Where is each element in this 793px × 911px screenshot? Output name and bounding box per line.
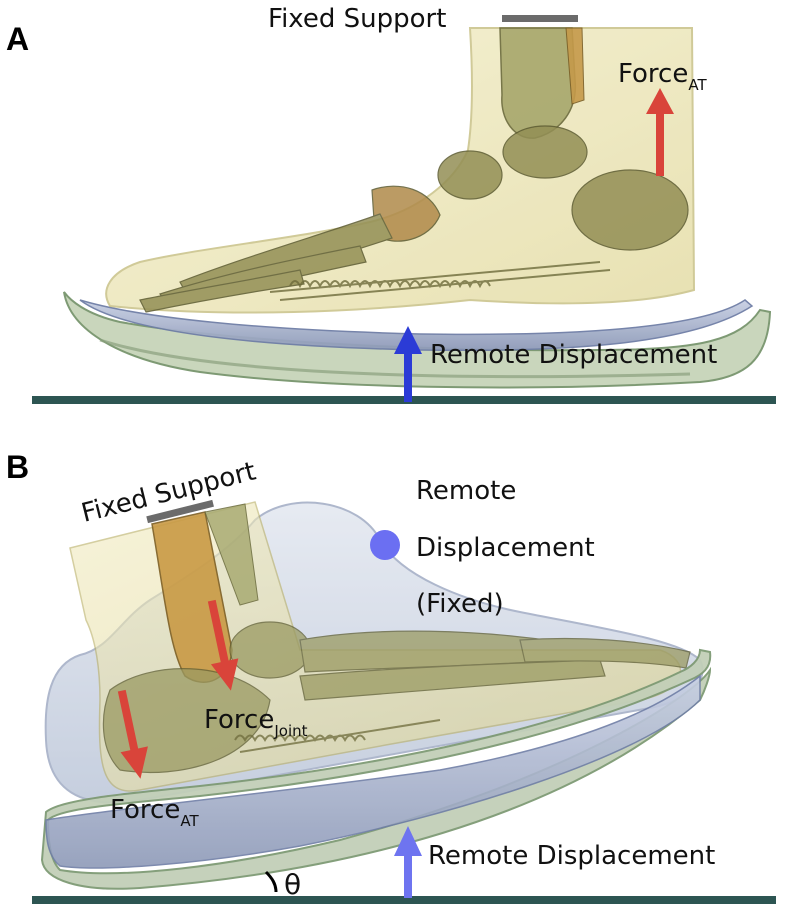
panel-b-force-joint-arrow xyxy=(207,599,239,691)
panel-a-fixed-support-label: Fixed Support xyxy=(268,4,446,34)
panel-a-remote-displacement-arrow xyxy=(394,326,422,402)
panel-a-sole-tread xyxy=(99,338,691,379)
panel-b-force-at-label: ForceAT xyxy=(110,795,199,830)
panel-a-plantar-springs xyxy=(269,261,611,301)
panel-b-remote-displacement-label: Remote Displacement xyxy=(428,841,715,871)
panel-a-force-at-label: ForceAT xyxy=(618,59,707,94)
panel-a-fibula xyxy=(565,27,585,105)
panel-b-ground xyxy=(32,896,776,904)
panel-b-letter: B xyxy=(6,449,29,485)
panel-b-midsole xyxy=(45,674,701,869)
panel-a-force-at-arrow xyxy=(646,88,674,176)
panel-b-remote-displacement-arrow xyxy=(394,826,422,898)
panel-a-fixed-support-bar xyxy=(502,15,578,22)
panel-b-plantar-springs xyxy=(234,719,441,753)
panel-b-bones xyxy=(102,621,691,773)
panel-b-fibula xyxy=(204,503,259,606)
panel-b-fixed-point-marker xyxy=(370,530,400,560)
panel-a-remote-displacement-label: Remote Displacement xyxy=(430,340,717,370)
panel-b-remote-fixed-line-1: Remote xyxy=(416,476,516,506)
panel-a-letter: A xyxy=(6,21,29,57)
panel-b-fixed-support-bar xyxy=(146,499,214,524)
panel-b-angle-symbol: θ xyxy=(284,868,301,901)
panel-b-remote-fixed-line-2: Displacement xyxy=(416,533,595,563)
panel-a-midsole xyxy=(79,299,754,352)
panel-a-bones xyxy=(139,125,689,313)
panel-b: B Fixed Support Remote Dis xyxy=(6,449,776,904)
panel-b-force-joint-label: ForceJoint xyxy=(204,705,308,740)
panel-b-remote-fixed-line-3: (Fixed) xyxy=(416,589,504,619)
panel-a: A Fixed Support xyxy=(6,4,776,404)
panel-b-angle-arc xyxy=(264,870,278,893)
panel-b-force-at-arrow xyxy=(117,689,148,779)
